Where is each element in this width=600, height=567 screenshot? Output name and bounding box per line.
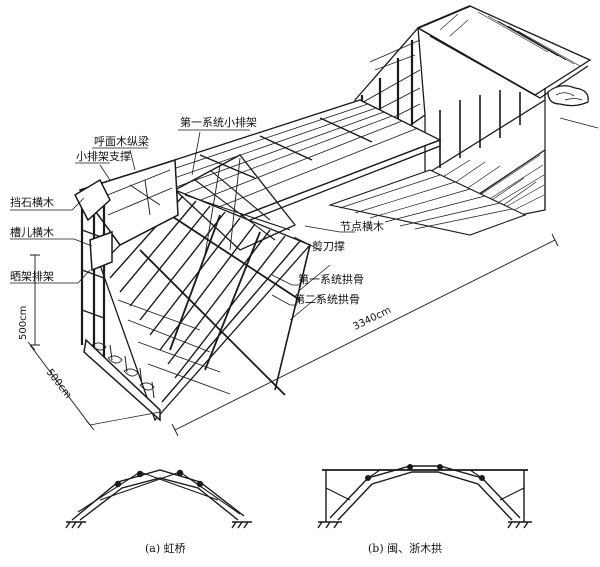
label-system2-arch: 第二系统拱骨 [294,292,360,306]
near-bent-frame [74,158,179,422]
label-system1-small-frame: 第一系统小排架 [180,115,257,129]
dim-span: 3340cm [351,305,392,333]
dim-width: 500cm [44,367,74,401]
right-arch [327,169,527,236]
subfigure-a-rainbow-bridge [65,469,252,529]
caption-b: (b) 闽、浙木拱 [368,541,442,555]
label-small-frame-brace: 小排架支撑 [76,149,131,163]
label-node-crossbeam: 节点横木 [340,219,384,233]
upper-arch-braces [173,154,297,256]
dim-height: 500cm [18,306,29,340]
label-system1-arch: 第一系统拱骨 [298,272,364,286]
caption-a: (a) 虹桥 [145,542,186,555]
label-frontface-longbeam: 呼面木纵梁 [94,134,149,148]
label-scissor-brace: 剪刀撑 [312,239,345,253]
subfigure-b-wooden-arch [317,464,532,529]
label-stone-crossbeam: 挡石横木 [10,195,54,209]
dimension-lines [27,233,559,437]
label-bent-frame: 晒架排架 [10,269,54,283]
label-leaders [10,129,355,306]
label-crossbeam-2: 槽儿横木 [10,225,54,239]
